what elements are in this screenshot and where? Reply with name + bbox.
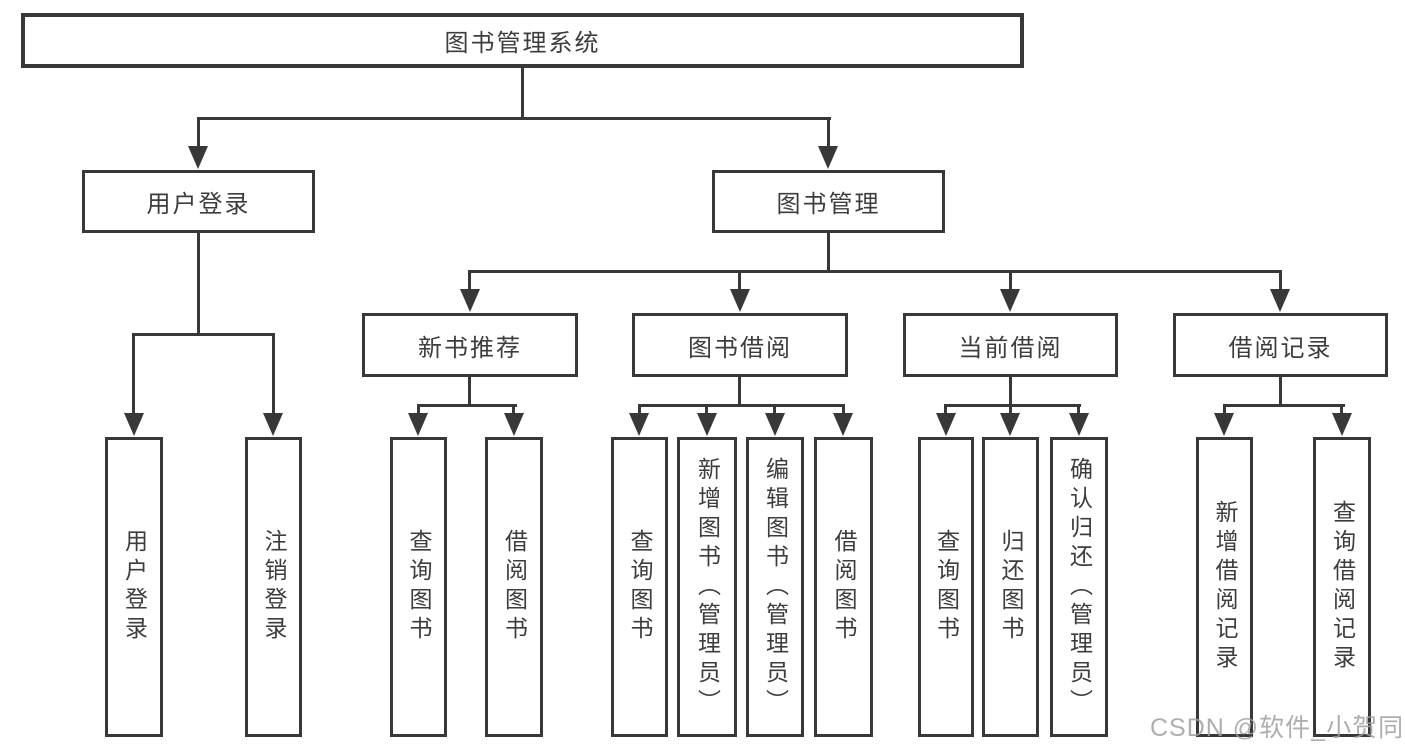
connector-line	[1009, 404, 1012, 416]
node-borrowing-records: 借阅记录	[1173, 313, 1388, 377]
node-book-borrowing: 图书借阅	[632, 313, 848, 377]
node-label: 新增图书（管理员）	[694, 456, 721, 718]
arrowhead-down-icon	[1069, 413, 1089, 436]
connector-line	[512, 404, 515, 416]
node-label: 确认归还（管理员）	[1066, 456, 1093, 718]
connector-line	[773, 404, 776, 416]
node-label: 借阅图书	[501, 529, 528, 645]
leaf-return-book: 归还图书	[982, 437, 1039, 737]
connector-line	[197, 117, 200, 149]
connector-line	[197, 117, 831, 120]
leaf-borrow-books-borrowing: 借阅图书	[814, 437, 873, 737]
node-label: 注销登录	[261, 529, 287, 645]
leaf-user-login: 用户登录	[105, 437, 163, 737]
connector-line	[944, 404, 947, 416]
connector-line	[132, 333, 135, 417]
leaf-query-books-current: 查询图书	[918, 437, 974, 737]
node-label: 用户登录	[121, 529, 148, 645]
node-label: 查询借阅记录	[1329, 500, 1356, 674]
connector-line	[468, 375, 471, 406]
leaf-add-borrow-record: 新增借阅记录	[1196, 437, 1253, 737]
connector-line	[638, 404, 845, 407]
node-label: 借阅记录	[1228, 334, 1333, 362]
connector-line	[1279, 270, 1282, 292]
connector-line	[827, 117, 830, 149]
arrowhead-down-icon	[124, 413, 144, 436]
arrowhead-down-icon	[1332, 413, 1352, 436]
node-label: 用户登录	[146, 191, 251, 218]
node-label: 当前借阅	[958, 334, 1063, 362]
connector-line	[417, 404, 517, 407]
connector-line	[1340, 404, 1343, 416]
arrowhead-down-icon	[765, 413, 785, 436]
connector-line	[842, 404, 845, 416]
arrowhead-down-icon	[818, 146, 838, 169]
node-current-borrowing: 当前借阅	[903, 313, 1118, 377]
connector-line	[521, 66, 524, 119]
arrowhead-down-icon	[1000, 413, 1020, 436]
arrowhead-down-icon	[504, 413, 524, 436]
leaf-edit-book-admin: 编辑图书（管理员）	[746, 437, 804, 737]
arrowhead-down-icon	[408, 413, 428, 436]
connector-line	[1077, 404, 1080, 416]
connector-line	[944, 404, 1081, 407]
node-label: 图书管理	[776, 191, 881, 218]
connector-line	[705, 404, 708, 416]
arrowhead-down-icon	[188, 146, 208, 169]
connector-line	[738, 270, 741, 292]
node-label: 图书管理系统	[444, 30, 601, 57]
connector-line	[132, 333, 275, 336]
connector-line	[272, 333, 275, 417]
connector-line	[468, 270, 1282, 273]
node-label: 新增借阅记录	[1212, 500, 1238, 674]
node-label: 查询图书	[406, 529, 432, 645]
connector-line	[1223, 404, 1226, 416]
arrowhead-down-icon	[936, 413, 956, 436]
node-label: 图书借阅	[688, 334, 792, 362]
arrowhead-down-icon	[629, 413, 649, 436]
node-label: 编辑图书（管理员）	[762, 456, 789, 718]
connector-line	[417, 404, 420, 416]
connector-line	[1009, 270, 1012, 292]
node-label: 查询图书	[933, 529, 960, 645]
node-library-management-system: 图书管理系统	[21, 13, 1024, 68]
arrowhead-down-icon	[697, 413, 717, 436]
connector-line	[468, 270, 471, 292]
connector-line	[1223, 404, 1345, 407]
arrowhead-down-icon	[1000, 289, 1020, 312]
node-user-login: 用户登录	[82, 170, 315, 233]
arrowhead-down-icon	[1270, 289, 1290, 312]
node-new-book-recommendation: 新书推荐	[362, 313, 578, 377]
node-label: 借阅图书	[831, 529, 857, 645]
leaf-query-books-borrowing: 查询图书	[611, 437, 668, 737]
leaf-borrow-books-recommend: 借阅图书	[485, 437, 543, 737]
leaf-logout-login: 注销登录	[245, 437, 302, 737]
arrowhead-down-icon	[833, 413, 853, 436]
node-label: 归还图书	[998, 529, 1024, 645]
arrowhead-down-icon	[1214, 413, 1234, 436]
arrowhead-down-icon	[263, 413, 283, 436]
connector-line	[827, 231, 830, 273]
leaf-query-books-recommend: 查询图书	[390, 437, 447, 737]
connector-line	[1279, 375, 1282, 406]
arrowhead-down-icon	[730, 289, 750, 312]
node-label: 新书推荐	[418, 334, 522, 362]
leaf-add-book-admin: 新增图书（管理员）	[677, 437, 737, 737]
leaf-query-borrow-record: 查询借阅记录	[1313, 437, 1371, 737]
node-label: 查询图书	[627, 529, 653, 645]
connector-line	[638, 404, 641, 416]
connector-line	[1009, 375, 1012, 406]
csdn-watermark: CSDN @软件_小贺同学	[1150, 714, 1405, 742]
leaf-confirm-return-admin: 确认归还（管理员）	[1050, 437, 1108, 737]
connector-line	[197, 231, 200, 335]
connector-line	[738, 375, 741, 406]
node-book-management: 图书管理	[712, 170, 945, 233]
arrowhead-down-icon	[460, 289, 480, 312]
